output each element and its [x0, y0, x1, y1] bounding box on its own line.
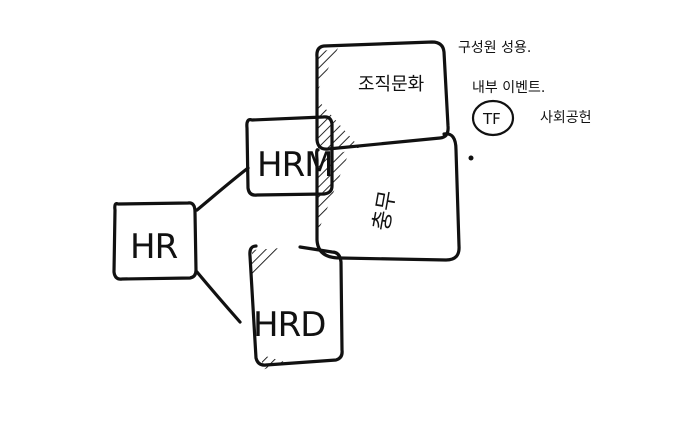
node-recruit: 충무	[315, 132, 461, 262]
node-hr: HR	[112, 201, 198, 281]
note-tf: TF	[482, 110, 501, 128]
note-line-1: 구성원 성용.	[458, 40, 531, 56]
side-notes: 구성원 성용. 내부 이벤트. TF 사회공헌	[458, 40, 592, 161]
tf-circle	[471, 99, 515, 137]
note-line-3: 사회공헌	[540, 110, 592, 126]
connector-hr-hrd	[195, 270, 242, 324]
node-hr-label: HR	[130, 227, 178, 267]
node-org-culture: 조직문화	[315, 40, 450, 151]
node-org-culture-label: 조직문화	[358, 74, 424, 95]
org-culture-hatch-top	[318, 48, 338, 90]
note-dot	[468, 155, 474, 161]
org-culture-hatch-bottom	[318, 100, 360, 148]
node-recruit-label: 충무	[369, 189, 401, 233]
node-hrd: HRD	[248, 244, 344, 370]
recruit-hatch-shading	[318, 150, 350, 232]
node-hrd-label: HRD	[253, 305, 325, 345]
connector-hr-hrm	[195, 166, 250, 212]
hrd-hatch-shading	[252, 248, 282, 282]
note-line-2: 내부 이벤트.	[472, 80, 545, 96]
